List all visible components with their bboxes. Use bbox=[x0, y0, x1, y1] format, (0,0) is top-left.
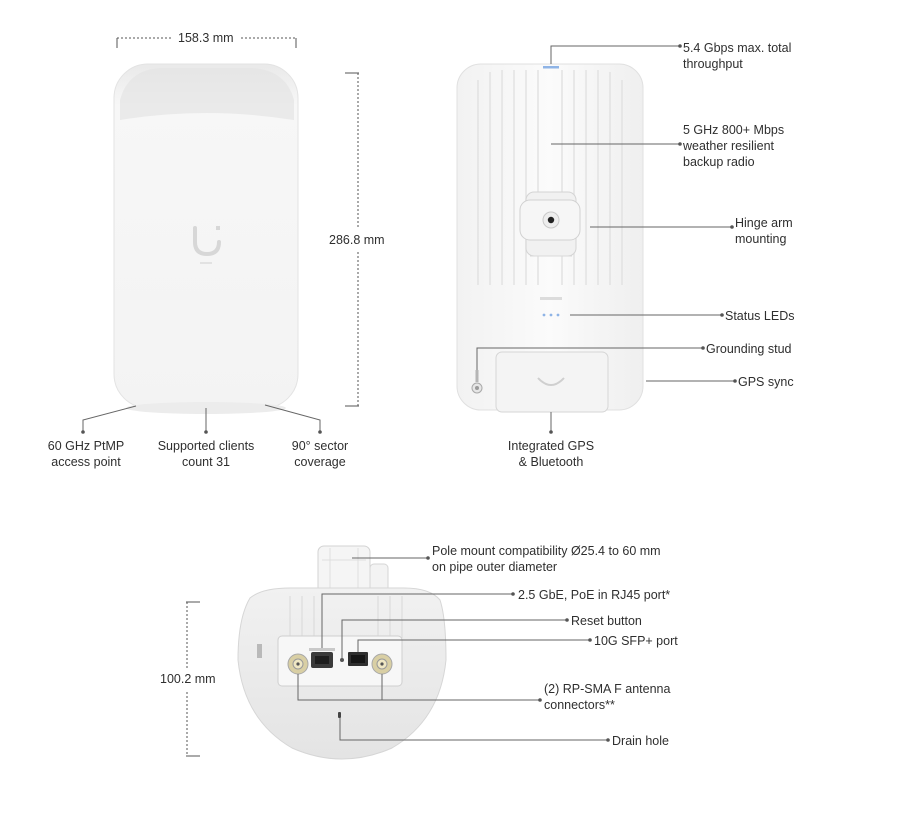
width-dimension-label: 158.3 mm bbox=[178, 31, 234, 45]
height-dimension-line bbox=[345, 72, 359, 407]
depth-dimension-label: 100.2 mm bbox=[160, 672, 216, 686]
callout-ptmp-line2: access point bbox=[51, 455, 121, 469]
callout-backup-line3: backup radio bbox=[683, 155, 755, 169]
width-dimension-line bbox=[116, 37, 297, 48]
callout-clients: Supported clients count 31 bbox=[150, 438, 262, 470]
callout-backup-line2: weather resilient bbox=[683, 139, 775, 153]
callout-throughput: 5.4 Gbps max. total throughput bbox=[683, 40, 791, 72]
grounding-stud-icon bbox=[471, 370, 483, 394]
callout-status-leds: Status LEDs bbox=[725, 309, 795, 323]
ubiquiti-u-logo-icon bbox=[193, 226, 221, 264]
depth-dimension-line bbox=[186, 601, 200, 757]
callout-antenna-line1: (2) RP-SMA F antenna bbox=[544, 682, 671, 696]
callout-gps-bt-line2: & Bluetooth bbox=[518, 455, 584, 469]
rp-sma-connector-right bbox=[371, 653, 393, 675]
callout-grounding: Grounding stud bbox=[706, 342, 792, 356]
callout-backup-radio: 5 GHz 800+ Mbps weather resilient backup… bbox=[683, 122, 784, 170]
callout-antenna: (2) RP-SMA F antenna connectors** bbox=[544, 681, 670, 713]
callout-gps-sync: GPS sync bbox=[738, 375, 794, 389]
callout-ptmp-line1: 60 GHz PtMP bbox=[47, 439, 125, 453]
height-dimension-label: 286.8 mm bbox=[329, 233, 385, 247]
callout-gps-bt-line1: Integrated GPS bbox=[507, 439, 595, 453]
drain-hole bbox=[338, 712, 341, 718]
callout-hinge: Hinge arm mounting bbox=[735, 215, 793, 247]
callout-hinge-line2: mounting bbox=[735, 232, 787, 246]
reset-button bbox=[340, 658, 344, 662]
callout-clients-line2: count 31 bbox=[182, 455, 230, 469]
rj45-port bbox=[309, 648, 335, 668]
callout-reset: Reset button bbox=[571, 614, 642, 628]
callout-sfp: 10G SFP+ port bbox=[594, 634, 678, 648]
callout-rj45: 2.5 GbE, PoE in RJ45 port* bbox=[518, 588, 671, 602]
front-view bbox=[81, 37, 359, 434]
callout-throughput-line2: throughput bbox=[683, 57, 743, 71]
callout-sector-line2: coverage bbox=[294, 455, 346, 469]
callout-sector: 90° sector coverage bbox=[278, 438, 362, 470]
callout-ptmp: 60 GHz PtMP access point bbox=[38, 438, 134, 470]
callout-pole-line1: Pole mount compatibility Ø25.4 to 60 mm bbox=[432, 544, 661, 558]
gps-compartment bbox=[495, 351, 609, 413]
callout-clients-line1: Supported clients bbox=[157, 439, 255, 453]
bottom-view bbox=[186, 545, 610, 760]
rp-sma-connector-left bbox=[287, 653, 309, 675]
callout-pole-mount: Pole mount compatibility Ø25.4 to 60 mm … bbox=[432, 543, 661, 575]
sfp-port bbox=[348, 652, 368, 666]
callout-antenna-line2: connectors** bbox=[544, 698, 615, 712]
callout-sector-line1: 90° sector bbox=[291, 439, 349, 453]
hinge-arm-mount bbox=[519, 191, 581, 257]
status-led-dots bbox=[542, 313, 560, 317]
callout-hinge-line1: Hinge arm bbox=[735, 216, 793, 230]
callout-backup-line1: 5 GHz 800+ Mbps bbox=[683, 123, 785, 137]
callout-pole-line2: on pipe outer diameter bbox=[432, 560, 558, 574]
callout-throughput-line1: 5.4 Gbps max. total bbox=[683, 41, 792, 55]
callout-drain: Drain hole bbox=[612, 734, 669, 748]
back-view bbox=[456, 44, 737, 434]
callout-gps-bluetooth: Integrated GPS & Bluetooth bbox=[496, 438, 606, 470]
